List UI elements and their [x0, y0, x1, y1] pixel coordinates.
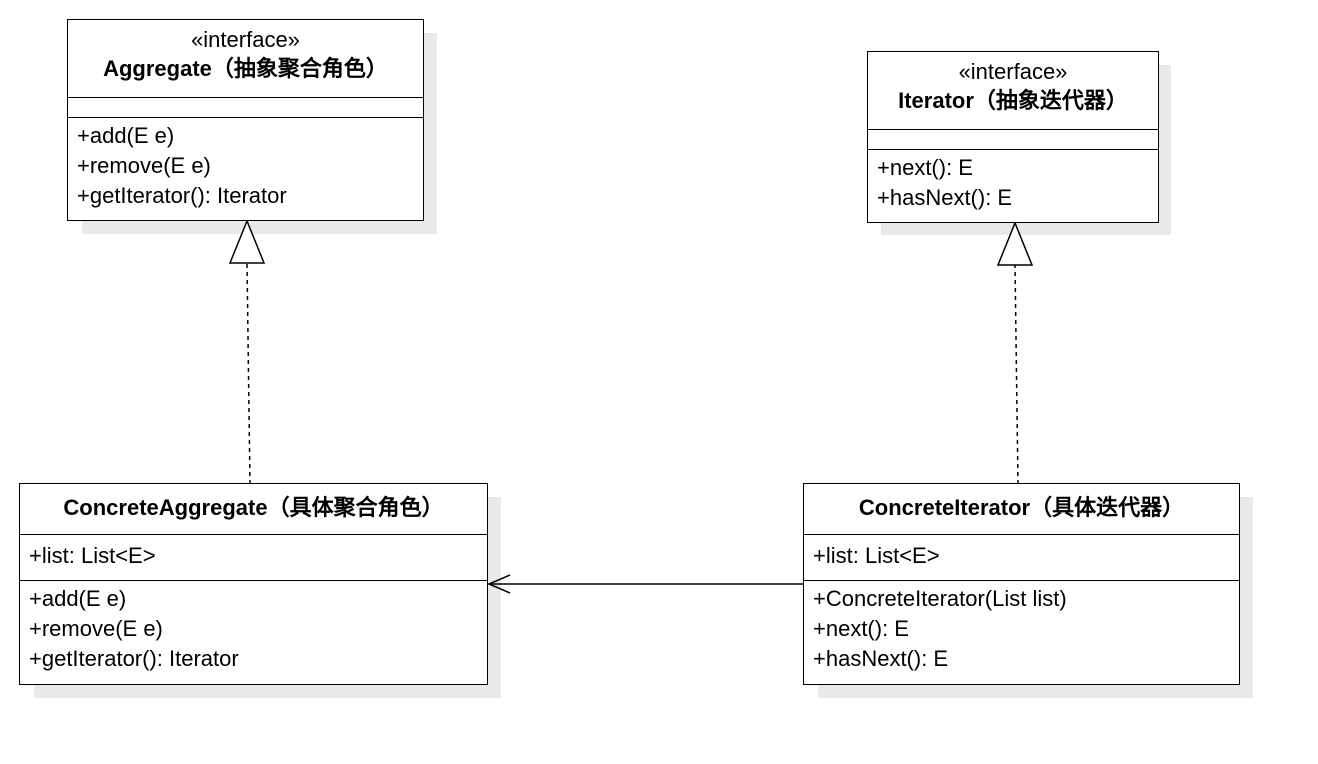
class-name: ConcreteAggregate（具体聚合角色） [63, 495, 444, 520]
operation: +hasNext(): E [813, 646, 949, 671]
association-arrow [487, 574, 804, 594]
concrete-iterator-box[interactable]: ConcreteIterator（具体迭代器） +list: List<E> +… [803, 483, 1240, 685]
concrete-iterator-operations: +ConcreteIterator(List list) +next(): E … [804, 581, 1239, 674]
operation: +hasNext(): E [877, 185, 1013, 210]
operation: +remove(E e) [29, 616, 163, 641]
concrete-iterator-header: ConcreteIterator（具体迭代器） [804, 484, 1239, 535]
class-name: Iterator（抽象迭代器） [898, 88, 1128, 113]
concrete-aggregate-attributes: +list: List<E> [20, 535, 487, 581]
class-name: Aggregate（抽象聚合角色） [103, 56, 388, 81]
operation: +next(): E [877, 155, 973, 180]
operation: +add(E e) [77, 123, 175, 148]
attribute: +list: List<E> [29, 543, 156, 568]
concrete-iterator-attributes: +list: List<E> [804, 535, 1239, 581]
concrete-aggregate-box[interactable]: ConcreteAggregate（具体聚合角色） +list: List<E>… [19, 483, 488, 685]
operation: +add(E e) [29, 586, 127, 611]
operation: +getIterator(): Iterator [29, 646, 239, 671]
aggregate-operations: +add(E e) +remove(E e) +getIterator(): I… [68, 118, 423, 211]
realization-iterator [996, 221, 1034, 485]
aggregate-interface-box[interactable]: «interface» Aggregate（抽象聚合角色） +add(E e) … [67, 19, 424, 221]
iterator-operations: +next(): E +hasNext(): E [868, 150, 1158, 213]
operation: +remove(E e) [77, 153, 211, 178]
concrete-aggregate-operations: +add(E e) +remove(E e) +getIterator(): I… [20, 581, 487, 674]
iterator-header: «interface» Iterator（抽象迭代器） [868, 52, 1158, 130]
aggregate-header: «interface» Aggregate（抽象聚合角色） [68, 20, 423, 98]
iterator-attributes [868, 130, 1158, 150]
operation: +next(): E [813, 616, 909, 641]
aggregate-attributes [68, 98, 423, 118]
stereotype-label: «interface» [191, 27, 300, 52]
iterator-interface-box[interactable]: «interface» Iterator（抽象迭代器） +next(): E +… [867, 51, 1159, 223]
realization-aggregate [228, 219, 266, 485]
operation: +ConcreteIterator(List list) [813, 586, 1067, 611]
class-name: ConcreteIterator（具体迭代器） [858, 495, 1185, 520]
stereotype-label: «interface» [958, 59, 1068, 84]
operation: +getIterator(): Iterator [77, 183, 287, 208]
concrete-aggregate-header: ConcreteAggregate（具体聚合角色） [20, 484, 487, 535]
attribute: +list: List<E> [813, 543, 940, 568]
